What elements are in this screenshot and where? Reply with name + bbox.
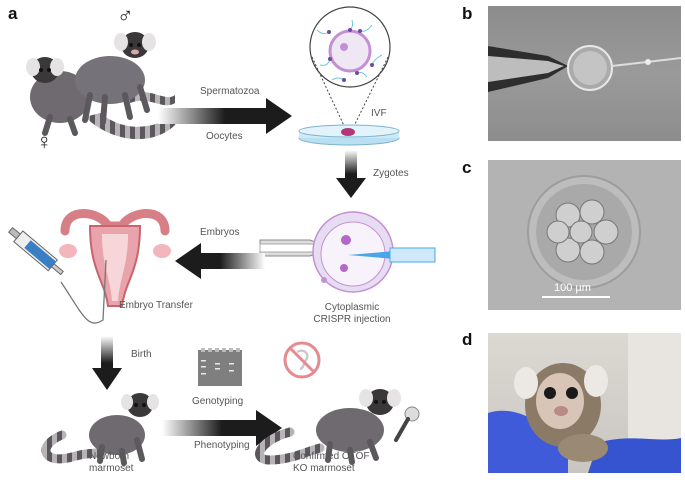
male-symbol-icon: ♂: [117, 3, 134, 28]
genotyping-label: Genotyping: [192, 396, 244, 407]
photo-embryo: 100 µm: [488, 160, 681, 310]
confirmed-label-line2: KO marmoset: [293, 463, 355, 474]
gel-icon: [198, 348, 242, 386]
female-symbol-icon: ♀: [36, 129, 53, 154]
panel-label-d: d: [462, 330, 473, 349]
ivf-illustration: [298, 6, 400, 146]
syringe-icon: [8, 226, 107, 324]
scale-bar-label: 100 µm: [554, 282, 591, 294]
parent-marmosets: [26, 32, 181, 140]
ivf-label: IVF: [371, 108, 387, 119]
oocytes-label: Oocytes: [206, 131, 243, 142]
phenotyping-label: Phenotyping: [194, 440, 250, 451]
photo-marmoset: [488, 333, 681, 473]
microphone-icon: [394, 406, 420, 442]
arrow-phenotyping: [162, 410, 282, 446]
zygotes-label: Zygotes: [373, 168, 409, 179]
newborn-label-line1: Newborn: [89, 451, 130, 462]
newborn-label-line2: marmoset: [89, 463, 134, 474]
cytoplasmic-label-line1: Cytoplasmic: [324, 302, 380, 313]
embryo-transfer-label: Embryo Transfer: [119, 300, 193, 311]
spermatozoa-label: Spermatozoa: [200, 86, 260, 97]
panel-label-a: a: [8, 4, 18, 23]
arrow-down-birth: [92, 336, 122, 390]
ko-marmoset: [255, 389, 401, 465]
cytoplasmic-injection: [259, 211, 436, 293]
cytoplasmic-label-line2: CRISPR injection: [313, 314, 391, 325]
panel-label-c: c: [462, 158, 472, 177]
birth-label: Birth: [131, 349, 152, 360]
arrow-embryos: [175, 243, 265, 279]
no-sound-icon: [283, 341, 321, 379]
uterus-icon: [59, 209, 171, 307]
newborn-marmoset: [41, 393, 159, 466]
confirmed-label-line1: Confirmed OTOF: [293, 451, 370, 462]
arrow-parents-to-ivf: [158, 98, 292, 134]
panel-label-b: b: [462, 4, 473, 23]
embryos-label: Embryos: [200, 227, 240, 238]
photo-injection: [488, 6, 681, 141]
arrow-down-zygotes: [336, 150, 366, 198]
